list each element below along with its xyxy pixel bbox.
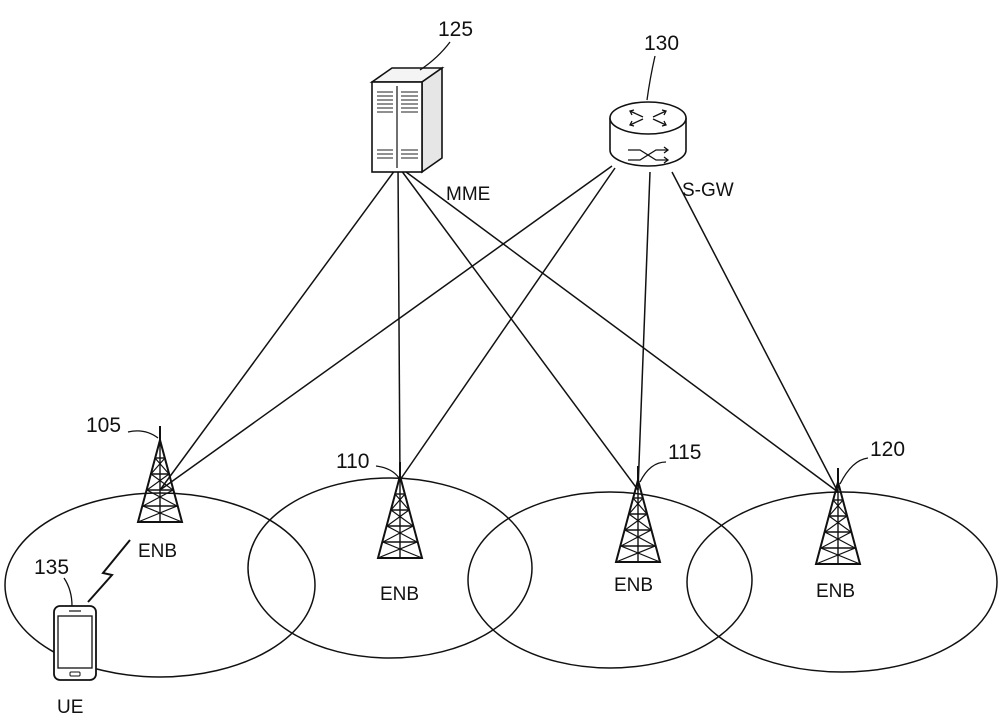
- enb-110-ref-number: 110: [336, 450, 369, 473]
- enb-115-ref-number: 115: [668, 441, 701, 464]
- link-sgw-enb110: [399, 167, 616, 481]
- coverage-cell-115: [467, 491, 753, 669]
- enb-105-ref-number: 105: [86, 414, 121, 437]
- mme-links: [159, 165, 839, 493]
- mme-label: MME: [446, 184, 490, 205]
- sgw-label: S-GW: [682, 180, 734, 201]
- ue-ref-number: 135: [34, 556, 69, 579]
- link-mme-enb110: [397, 165, 401, 481]
- phone-icon: [53, 605, 97, 681]
- router-icon: [609, 101, 687, 167]
- enb-120-ref-number: 120: [870, 438, 905, 461]
- link-mme-enb120: [397, 165, 839, 493]
- sgw-ref-number: 130: [644, 32, 679, 55]
- enb-105-label: ENB: [138, 541, 177, 562]
- mme-ref-number: 125: [438, 18, 473, 41]
- link-sgw-enb120: [671, 171, 839, 493]
- coverage-cell-120: [686, 491, 998, 673]
- coverage-cell-110: [247, 477, 533, 659]
- link-sgw-enb105: [159, 165, 613, 491]
- link-mme-enb115: [397, 165, 639, 491]
- enb-tower-icon: [137, 425, 183, 523]
- link-sgw-enb115: [637, 171, 651, 491]
- enb-120-label: ENB: [816, 581, 855, 602]
- sgw-links: [159, 165, 839, 493]
- mme-server-icon: [369, 66, 445, 174]
- enb-tower-icon: [377, 461, 423, 559]
- enb-115-label: ENB: [614, 575, 653, 596]
- enb-110-label: ENB: [380, 584, 419, 605]
- enb-tower-icon: [815, 467, 861, 565]
- link-mme-enb105: [159, 165, 399, 491]
- ue-label: UE: [57, 697, 83, 718]
- wireless-link-icon: [87, 539, 131, 603]
- enb-tower-icon: [615, 465, 661, 563]
